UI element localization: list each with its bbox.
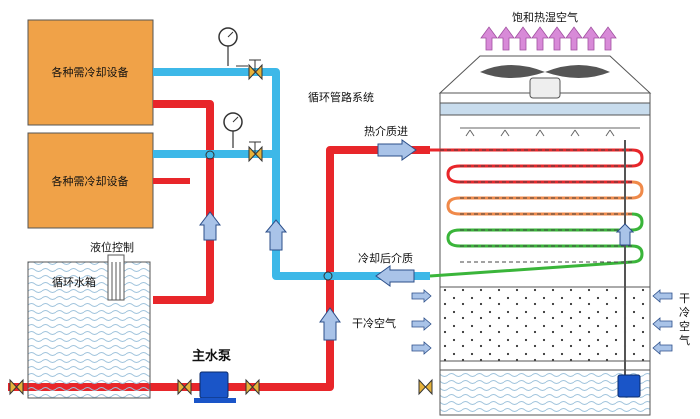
flow-arrow-icon [198,139,417,341]
hot-medium-in-label: 热介质进 [364,125,408,138]
equipment-2-label: 各种需冷却设备 [52,174,129,188]
fan-icon [480,65,610,99]
pump-icon [194,371,236,403]
dry-cold-air-right-char-4: 气 [679,333,690,347]
valve-icon [9,59,433,396]
gauge-icon [223,112,243,148]
cooling-tower [438,55,652,416]
main-pump-label: 主水泵 [192,348,231,364]
flow-arrow-icon [615,223,635,246]
dry-cold-air-right-char-1: 干 [679,292,690,305]
equipment-1-label: 各种需冷却设备 [52,65,129,79]
pipe-junction [205,150,215,160]
heat-exchange-coil [429,140,644,375]
steam-arrow-icon [480,26,617,51]
pump-icon [617,374,641,398]
dry-cold-air-left-label: 干冷空气 [352,316,396,330]
dry-cold-air-right-char-3: 空 [679,319,690,333]
gauge-icon [218,27,248,67]
pipe-junction [323,271,333,281]
piping-system-label: 循环管路系统 [308,90,374,104]
dry-cold-air-right-char-2: 冷 [679,306,690,319]
circulation-tank: 循环水箱 液位控制 [27,240,151,399]
cooled-medium-label: 冷却后介质 [358,252,413,265]
saturated-air-label: 饱和热湿空气 [512,10,578,24]
spray-nozzles [460,127,640,137]
equipment-box-1: 各种需冷却设备 [27,19,154,126]
tank-label: 循环水箱 [52,275,96,289]
level-control-label: 液位控制 [90,240,134,254]
flow-arrow-icon [411,289,673,355]
equipment-box-2: 各种需冷却设备 [27,132,154,229]
